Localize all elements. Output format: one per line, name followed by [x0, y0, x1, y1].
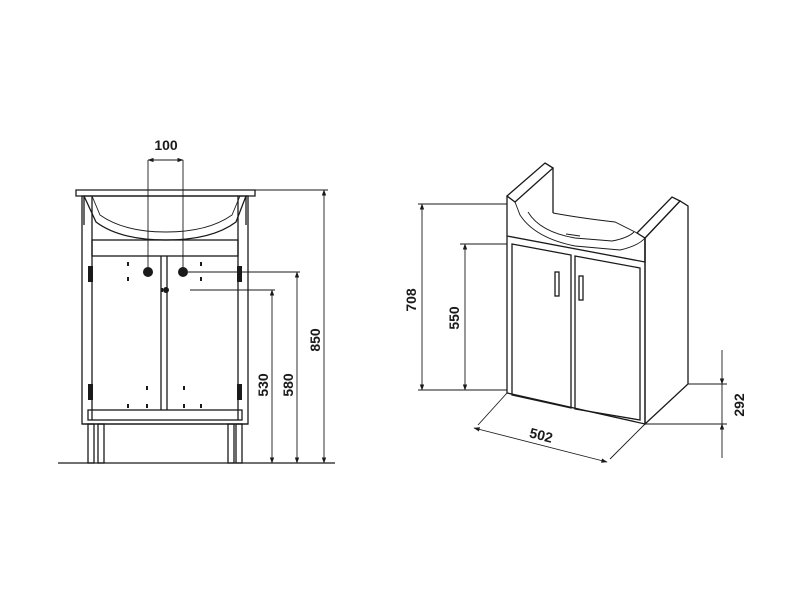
iso-view: 708 550 292 502 [403, 162, 747, 463]
iso-dim-width: 502 [473, 425, 608, 463]
dim-inlet-height-label: 580 [280, 373, 296, 397]
iso-dim-depth: 292 [719, 350, 747, 458]
iso-dim-door-height-label: 550 [446, 306, 462, 330]
iso-top-rail [506, 235, 646, 263]
iso-left-side-top [505, 162, 555, 203]
iso-right-side [644, 200, 689, 426]
dim-inlet-height: 580 [280, 271, 300, 464]
iso-handle-right [578, 275, 584, 301]
iso-basin [514, 201, 646, 251]
iso-door-left [511, 243, 572, 409]
pipe-hole-small [163, 287, 169, 293]
iso-basin-inner [527, 211, 635, 242]
dim-total-height: 850 [307, 189, 327, 464]
bottom-shelf [87, 409, 243, 421]
top-rail [91, 239, 239, 257]
iso-dim-height-label: 708 [403, 288, 419, 312]
dim-total-height-label: 850 [307, 328, 323, 352]
iso-front-frame [506, 196, 646, 425]
hinge-bottom-right [237, 384, 242, 400]
mounting-holes [127, 262, 202, 408]
basin-bowl-inner [91, 195, 241, 233]
iso-handle-left [554, 271, 560, 297]
basin-top [75, 189, 256, 197]
hinge-top-left [88, 266, 93, 282]
iso-door-right [574, 255, 641, 421]
iso-dim-door-height: 550 [446, 243, 468, 391]
front-view: 100 530 580 850 [58, 137, 335, 464]
iso-basin-rim [552, 212, 638, 234]
iso-right-side-top [635, 196, 682, 239]
iso-left-back-edge [544, 162, 554, 169]
basin-bowl [83, 195, 247, 241]
hinge-bottom-left [88, 384, 93, 400]
iso-dim-height: 708 [403, 203, 425, 391]
iso-ext-width-left [477, 392, 508, 426]
hinge-top-right [237, 266, 242, 282]
legs [87, 423, 243, 464]
dim-pipe-spacing-label: 100 [154, 137, 178, 153]
dim-pipe-spacing: 100 [147, 137, 184, 272]
iso-dim-depth-label: 292 [731, 393, 747, 417]
dim-outlet-height-label: 530 [255, 373, 271, 397]
iso-ext-width-right [609, 423, 646, 460]
dim-outlet-height: 530 [255, 289, 275, 464]
iso-basin-drain [565, 233, 581, 237]
iso-dim-width-label: 502 [528, 425, 555, 446]
